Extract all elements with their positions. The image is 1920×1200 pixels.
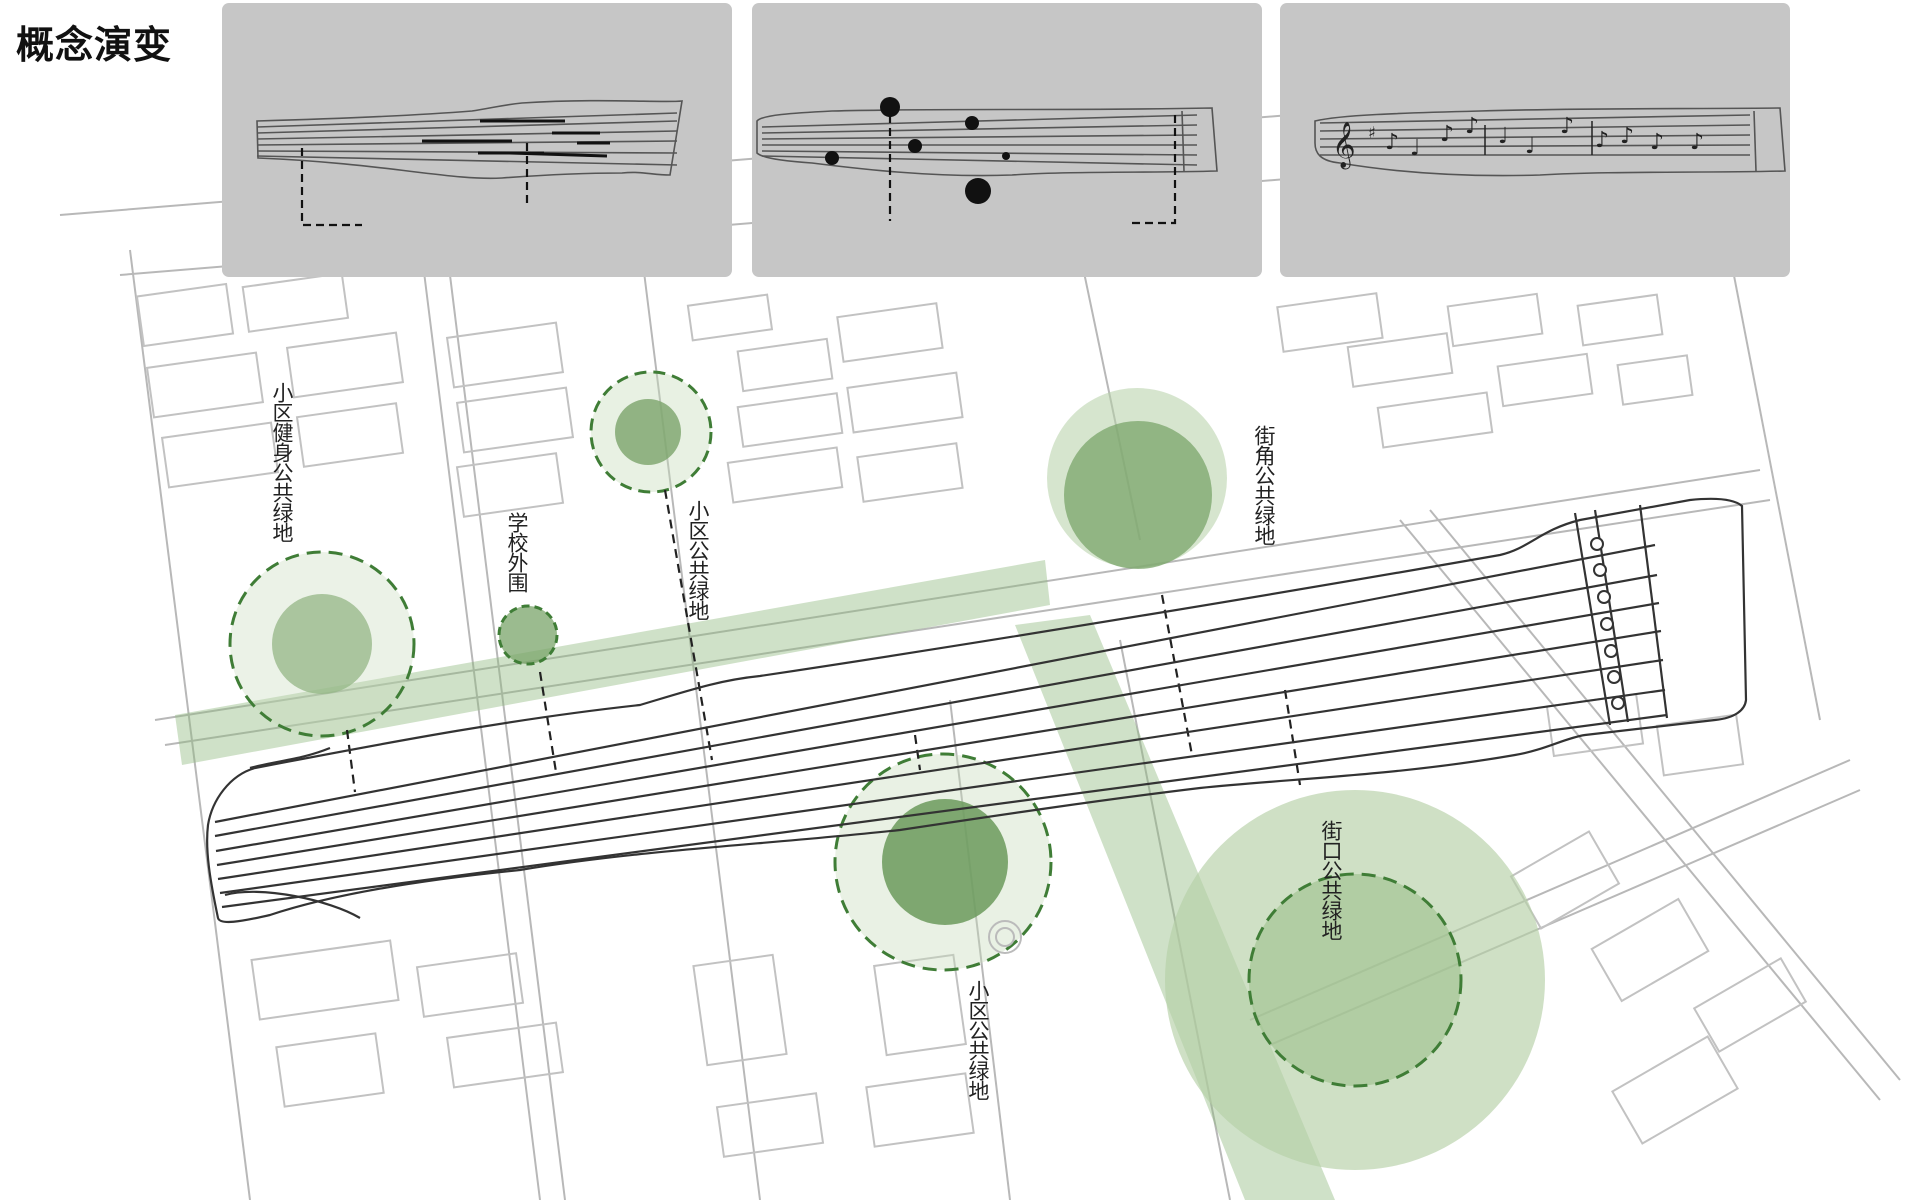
guqin-tuning-pegs bbox=[1590, 537, 1625, 710]
label-street-entrance-green: 街口公共绿地 bbox=[1319, 820, 1343, 940]
svg-text:♪: ♪ bbox=[1650, 130, 1664, 155]
concept-panel-1 bbox=[222, 3, 732, 277]
green-corridor-horizontal bbox=[175, 560, 1050, 765]
label-community-green-1: 小区公共绿地 bbox=[686, 500, 710, 620]
page-title: 概念演变 bbox=[16, 23, 173, 67]
concept-panel-2 bbox=[752, 3, 1262, 277]
svg-text:♪: ♪ bbox=[1560, 114, 1574, 139]
svg-text:♩: ♩ bbox=[1498, 124, 1508, 149]
concept-panel-3: 𝄞 ♯ ♪ ♩ ♪ ♪ ♩ ♩ ♪ ♪ ♪ ♪ ♪ bbox=[1280, 3, 1790, 277]
building-blocks bbox=[135, 272, 1808, 1158]
label-community-green-2: 小区公共绿地 bbox=[966, 980, 990, 1100]
svg-text:♪: ♪ bbox=[1595, 128, 1609, 153]
svg-text:♪: ♪ bbox=[1690, 130, 1704, 155]
svg-text:♪: ♪ bbox=[1440, 122, 1454, 147]
label-community-fitness-green: 小区健身公共绿地 bbox=[270, 382, 294, 542]
svg-text:♩: ♩ bbox=[1410, 136, 1420, 161]
svg-text:♪: ♪ bbox=[1385, 130, 1399, 155]
label-connectors bbox=[345, 489, 1302, 793]
label-street-corner-green: 街角公共绿地 bbox=[1252, 425, 1276, 545]
svg-text:♪: ♪ bbox=[1465, 114, 1479, 139]
guqin-node-sketch bbox=[756, 97, 1218, 225]
guqin-score-sketch: 𝄞 ♯ ♪ ♩ ♪ ♪ ♩ ♩ ♪ ♪ ♪ ♪ ♪ bbox=[1314, 107, 1786, 177]
label-school-periphery: 学校外围 bbox=[505, 512, 529, 592]
svg-text:𝄞: 𝄞 bbox=[1332, 122, 1356, 170]
svg-text:♪: ♪ bbox=[1620, 124, 1634, 149]
guqin-line-sketch bbox=[256, 99, 683, 227]
svg-text:♩: ♩ bbox=[1525, 134, 1535, 159]
green-spaces bbox=[228, 370, 1545, 1170]
guqin-instrument bbox=[206, 497, 1748, 924]
svg-text:♯: ♯ bbox=[1368, 123, 1376, 142]
